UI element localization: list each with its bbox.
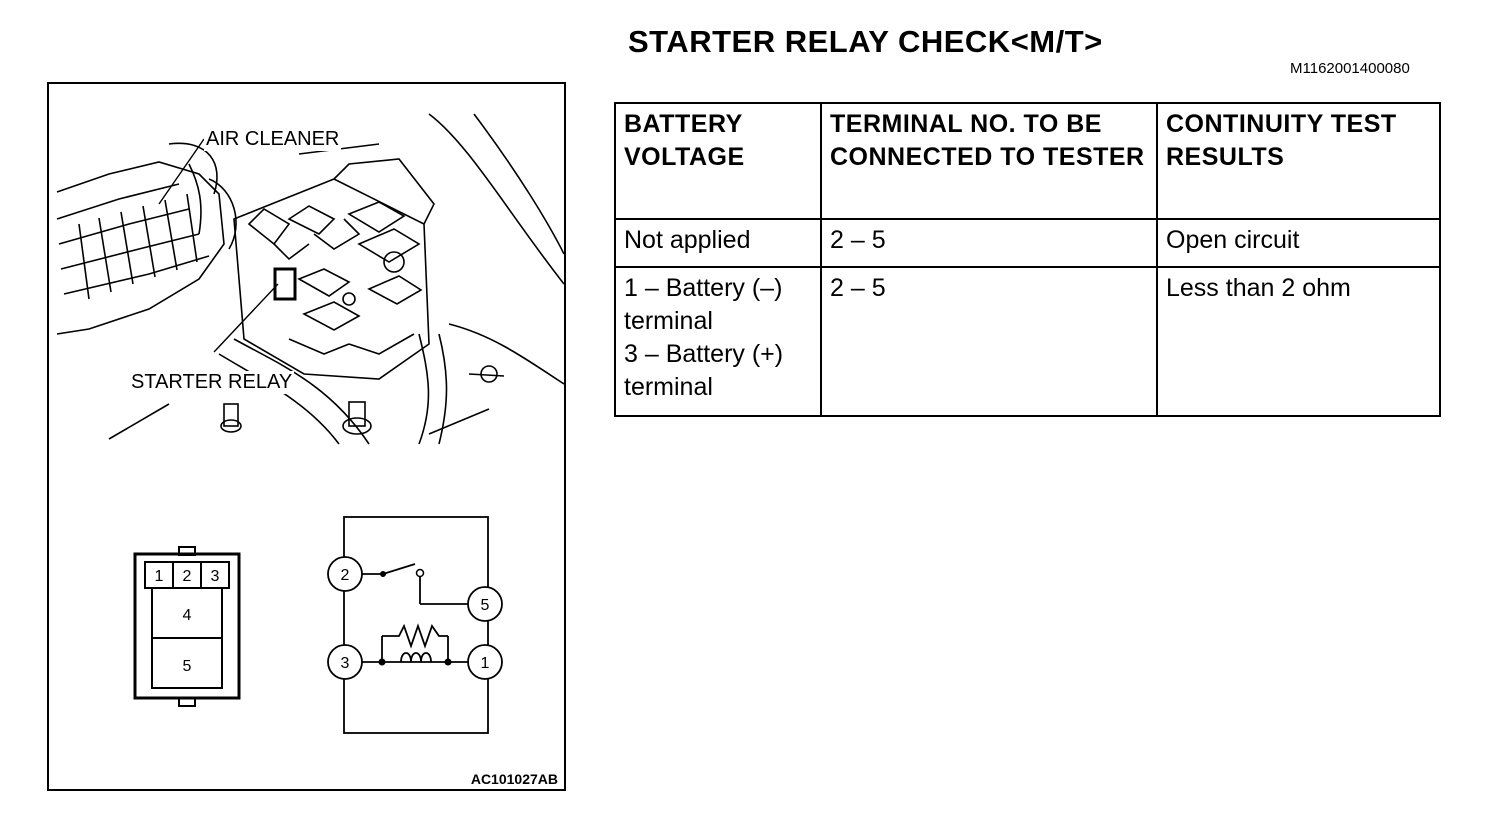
table-row: 1 – Battery (–) terminal 3 – Battery (+)… — [614, 266, 1441, 417]
connector-pin-3: 3 — [211, 568, 220, 585]
starter-relay-label: STARTER RELAY — [129, 371, 295, 394]
circuit-terminal-1: 1 — [481, 655, 490, 672]
voltage-line-2: 3 – Battery (+) terminal — [624, 340, 784, 401]
cell-terminals: 2 – 5 — [820, 218, 1158, 268]
table-row: Not applied 2 – 5 Open circuit — [614, 218, 1441, 268]
document-id: M1162001400080 — [1290, 60, 1410, 77]
header-battery-voltage: BATTERY VOLTAGE — [614, 102, 822, 220]
cell-result: Less than 2 ohm — [1156, 266, 1441, 417]
header-terminal-no: TERMINAL NO. TO BE CONNECTED TO TESTER — [820, 102, 1158, 220]
cell-terminals: 2 – 5 — [820, 266, 1158, 417]
voltage-line-1: 1 – Battery (–) terminal — [624, 274, 783, 335]
figure-code: AC101027AB — [470, 771, 558, 787]
connector-pin-5: 5 — [183, 658, 192, 675]
starter-relay-check-table: BATTERY VOLTAGE TERMINAL NO. TO BE CONNE… — [614, 102, 1441, 417]
relay-figure: 1 2 3 4 5 2 5 3 1 AIR CLEANER STARTER RE… — [47, 82, 566, 791]
table-header-row: BATTERY VOLTAGE TERMINAL NO. TO BE CONNE… — [614, 102, 1441, 220]
cell-voltage: 1 – Battery (–) terminal 3 – Battery (+)… — [614, 266, 822, 417]
cell-voltage: Not applied — [614, 218, 822, 268]
engine-bay-illustration: 1 2 3 4 5 2 5 3 1 — [56, 113, 564, 734]
connector-pin-2: 2 — [183, 568, 192, 585]
page-title: STARTER RELAY CHECK<M/T> — [628, 24, 1103, 59]
connector-pin-1: 1 — [155, 568, 164, 585]
header-continuity: CONTINUITY TEST RESULTS — [1156, 102, 1441, 220]
circuit-terminal-2: 2 — [341, 567, 350, 584]
cell-result: Open circuit — [1156, 218, 1441, 268]
circuit-terminal-5: 5 — [481, 597, 490, 614]
air-cleaner-label: AIR CLEANER — [204, 128, 342, 151]
circuit-terminal-3: 3 — [341, 655, 350, 672]
connector-pin-4: 4 — [183, 607, 192, 624]
